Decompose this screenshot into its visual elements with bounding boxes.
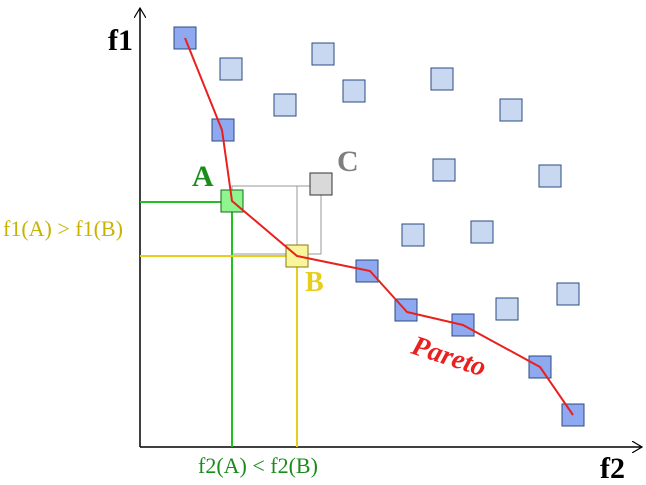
dominated-point	[432, 158, 456, 182]
dominated-point	[556, 282, 580, 306]
dominated-point	[342, 79, 366, 103]
dominance-box	[231, 185, 322, 255]
dominated-point	[273, 93, 297, 117]
dominated-point	[219, 57, 243, 81]
point-b-label: B	[305, 267, 324, 298]
f1-comparison-label: f1(A) > f1(B)	[3, 216, 123, 241]
dominated-point	[495, 297, 519, 321]
pareto-label: Pareto	[407, 330, 490, 383]
dominated-point	[430, 67, 454, 91]
f2-comparison-label: f2(A) < f2(B)	[198, 453, 318, 478]
dominated-point	[470, 220, 494, 244]
point-a-label: A	[192, 160, 214, 193]
dominated-point	[499, 98, 523, 122]
pareto-front-line	[184, 37, 574, 416]
y-axis-label: f1	[108, 24, 133, 57]
dominated-point	[401, 223, 425, 247]
dominated-point	[311, 42, 335, 66]
point-c	[309, 172, 333, 196]
x-axis-label: f2	[600, 452, 625, 485]
dominated-point	[538, 164, 562, 188]
point-c-label: C	[337, 145, 359, 178]
